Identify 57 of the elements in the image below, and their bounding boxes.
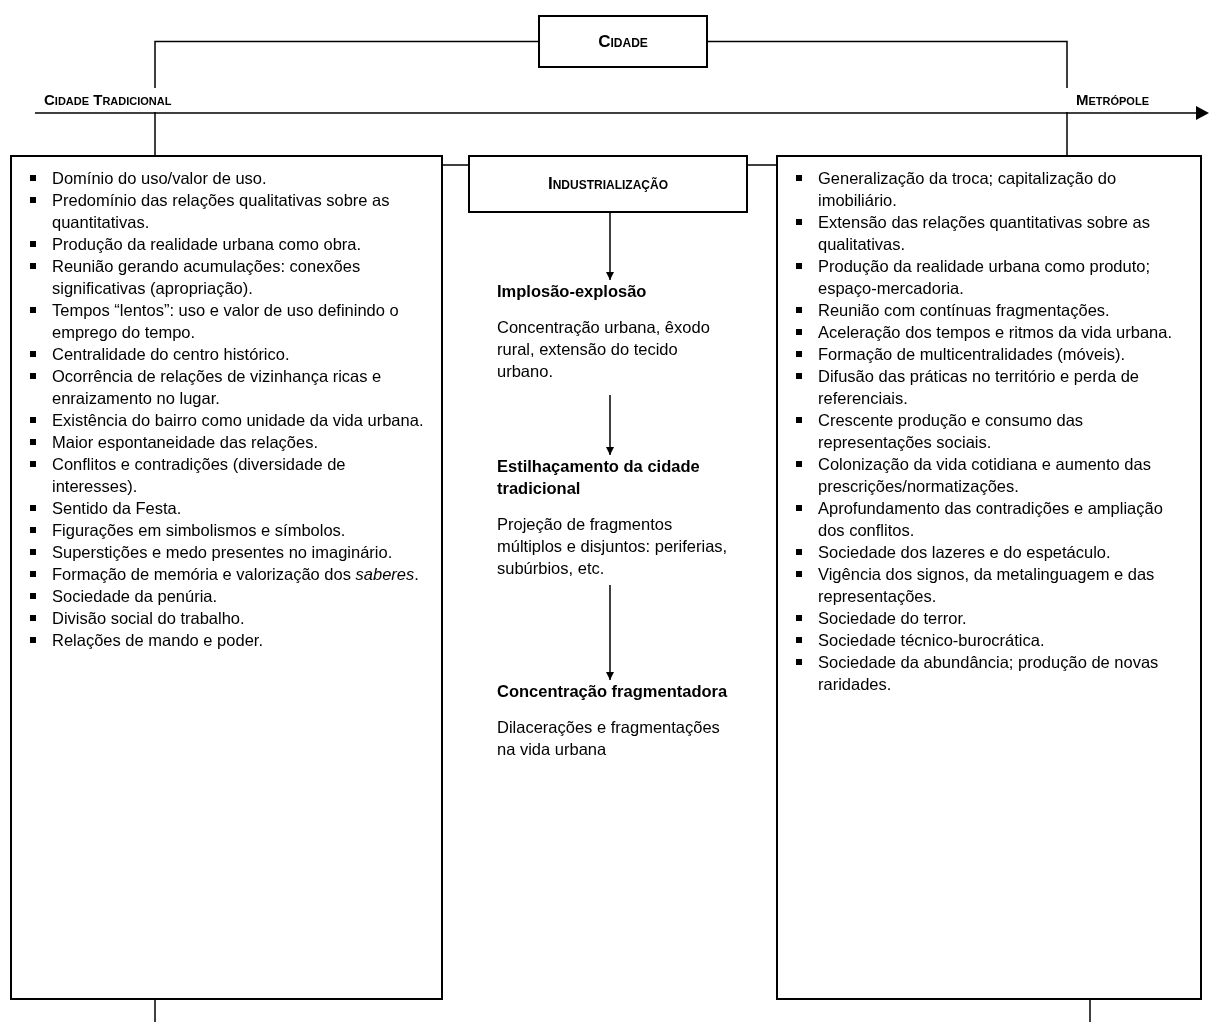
list-item: Reunião com contínuas fragmentações. <box>792 299 1194 321</box>
list-item: Centralidade do centro histórico. <box>26 343 435 365</box>
connector-line <box>154 40 539 89</box>
box-title: Cidade <box>598 30 648 53</box>
list-panel <box>10 155 443 1000</box>
title-box <box>538 15 708 68</box>
arrow <box>606 584 614 681</box>
list-item: Formação de multicentralidades (móveis). <box>792 343 1194 365</box>
connector-line <box>1066 111 1068 156</box>
list-item: Relações de mando e poder. <box>26 629 435 651</box>
stage-description: Concentração urbana, êxodo rural, extensão do tecido urbano. <box>497 317 711 382</box>
list-item: Generalização da troca; capitalização do imobiliário. <box>792 167 1194 211</box>
stage-heading: Implosão-explosão <box>497 281 648 302</box>
list-item: Aceleração dos tempos e ritmos da vida urbana. <box>792 321 1194 343</box>
list-item: Produção da realidade urbana como obra. <box>26 233 435 255</box>
list-item: Sociedade do terror. <box>792 607 1194 629</box>
list-item: Figurações em simbolismos e símbolos. <box>26 519 435 541</box>
stage-heading: Concentração fragmentadora <box>497 681 729 702</box>
box-title: Industrialização <box>547 173 669 196</box>
list-item: Sociedade da abundância; produção de novas raridades. <box>792 651 1194 695</box>
list-item: Vigência dos signos, da metalinguagem e das representações. <box>792 563 1194 607</box>
list-item: Divisão social do trabalho. <box>26 607 435 629</box>
list-item: Conflitos e contradições (diversidade de interesses). <box>26 453 435 497</box>
stage-description: Dilacerações e fragmentações na vida urbana <box>497 717 721 760</box>
list-item: Ocorrência de relações de vizinhança ricas e enraizamento no lugar. <box>26 365 435 409</box>
connector-line <box>154 999 156 1022</box>
list-item: Domínio do uso/valor de uso. <box>26 167 435 189</box>
list-item: Sentido da Festa. <box>26 497 435 519</box>
list-item: Extensão das relações quantitativas sobre as qualitativas. <box>792 211 1194 255</box>
axis-label: Metrópole <box>1076 89 1149 110</box>
list-item: Superstições e medo presentes no imaginário. <box>26 541 435 563</box>
axis-label: Cidade Tradicional <box>44 89 172 110</box>
list-item: Colonização da vida cotidiana e aumento das prescrições/normatizações. <box>792 453 1194 497</box>
list-item: Difusão das práticas no território e perda de referenciais. <box>792 365 1194 409</box>
list-item: Formação de memória e valorização dos saberes. <box>26 563 435 585</box>
list-item: Maior espontaneidade das relações. <box>26 431 435 453</box>
list-item: Sociedade da penúria. <box>26 585 435 607</box>
list-panel <box>776 155 1202 1000</box>
title-box <box>468 155 748 213</box>
arrow <box>606 212 614 281</box>
connector-line <box>707 40 1068 89</box>
connector-line <box>747 164 777 166</box>
connector-line <box>1089 999 1091 1022</box>
list-item: Predomínio das relações qualitativas sobre as quantitativas. <box>26 189 435 233</box>
stage-description: Projeção de fragmentos múltiplos e disjuntos: periferias, subúrbios, etc. <box>497 514 729 579</box>
list-item: Reunião gerando acumulações: conexões significativas (apropriação). <box>26 255 435 299</box>
stage-heading: Estilhaçamento da cidade tradicional <box>497 456 701 499</box>
connector-line <box>442 164 469 166</box>
arrow <box>606 394 614 456</box>
list-item: Tempos “lentos”: uso e valor de uso definindo o emprego do tempo. <box>26 299 435 343</box>
list-item: Crescente produção e consumo das representações sociais. <box>792 409 1194 453</box>
list-item: Sociedade dos lazeres e do espetáculo. <box>792 541 1194 563</box>
connector-line <box>154 111 156 156</box>
list-item: Produção da realidade urbana como produto; espaço-mercadoria. <box>792 255 1194 299</box>
list-item: Sociedade técnico-burocrática. <box>792 629 1194 651</box>
list-item: Existência do bairro como unidade da vida urbana. <box>26 409 435 431</box>
list-item: Aprofundamento das contradições e ampliação dos conflitos. <box>792 497 1194 541</box>
